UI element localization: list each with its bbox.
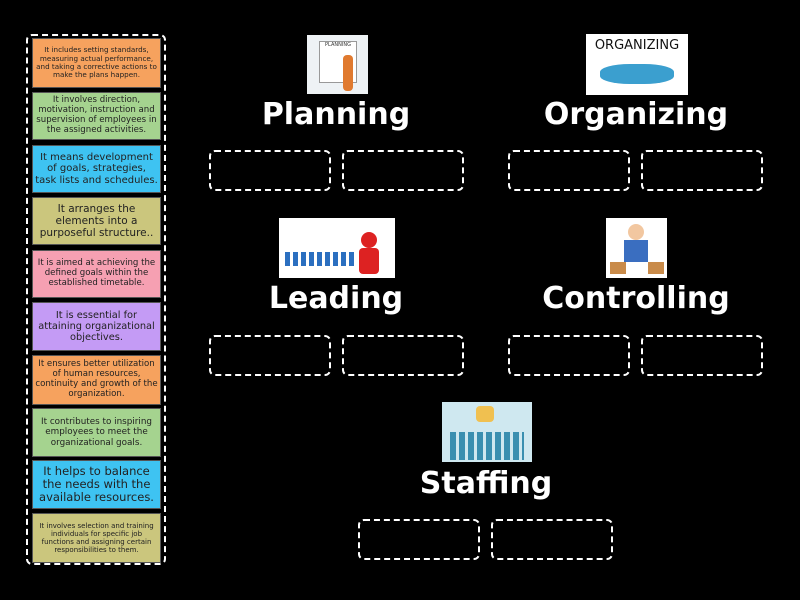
- answer-card[interactable]: It helps to balance the needs with the a…: [32, 460, 161, 509]
- leading-image: [279, 218, 395, 278]
- answer-card[interactable]: It contributes to inspiring employees to…: [32, 408, 161, 457]
- staffing-image: [442, 402, 532, 462]
- organizing-image-label: ORGANIZING: [594, 38, 680, 53]
- drop-zone-staffing-1[interactable]: [358, 519, 480, 560]
- drop-zone-planning-2[interactable]: [342, 150, 464, 191]
- answer-card[interactable]: It ensures better utilization of human r…: [32, 355, 161, 405]
- organizing-image: ORGANIZING: [586, 34, 688, 95]
- planning-image: PLANNING: [307, 35, 368, 94]
- category-title-planning: Planning: [261, 97, 411, 132]
- answer-card[interactable]: It means development of goals, strategie…: [32, 145, 161, 193]
- drop-zone-planning-1[interactable]: [209, 150, 331, 191]
- drop-zone-leading-2[interactable]: [342, 335, 464, 376]
- drop-zone-controlling-2[interactable]: [641, 335, 763, 376]
- card-tray: [26, 34, 166, 565]
- category-title-organizing: Organizing: [543, 97, 729, 132]
- category-title-leading: Leading: [268, 281, 404, 316]
- category-title-staffing: Staffing: [419, 466, 553, 501]
- drop-zone-staffing-2[interactable]: [491, 519, 613, 560]
- drop-zone-controlling-1[interactable]: [508, 335, 630, 376]
- controlling-image: [606, 218, 667, 278]
- category-title-controlling: Controlling: [542, 281, 730, 316]
- drop-zone-organizing-2[interactable]: [641, 150, 763, 191]
- answer-card[interactable]: It involves direction, motivation, instr…: [32, 92, 161, 140]
- drop-zone-organizing-1[interactable]: [508, 150, 630, 191]
- answer-card[interactable]: It arranges the elements into a purposef…: [32, 197, 161, 245]
- answer-card[interactable]: It is essential for attaining organizati…: [32, 302, 161, 351]
- answer-card[interactable]: It involves selection and training indiv…: [32, 513, 161, 563]
- drop-zone-leading-1[interactable]: [209, 335, 331, 376]
- answer-card[interactable]: It is aimed at achieving the defined goa…: [32, 250, 161, 298]
- answer-card[interactable]: It includes setting standards, measuring…: [32, 38, 161, 88]
